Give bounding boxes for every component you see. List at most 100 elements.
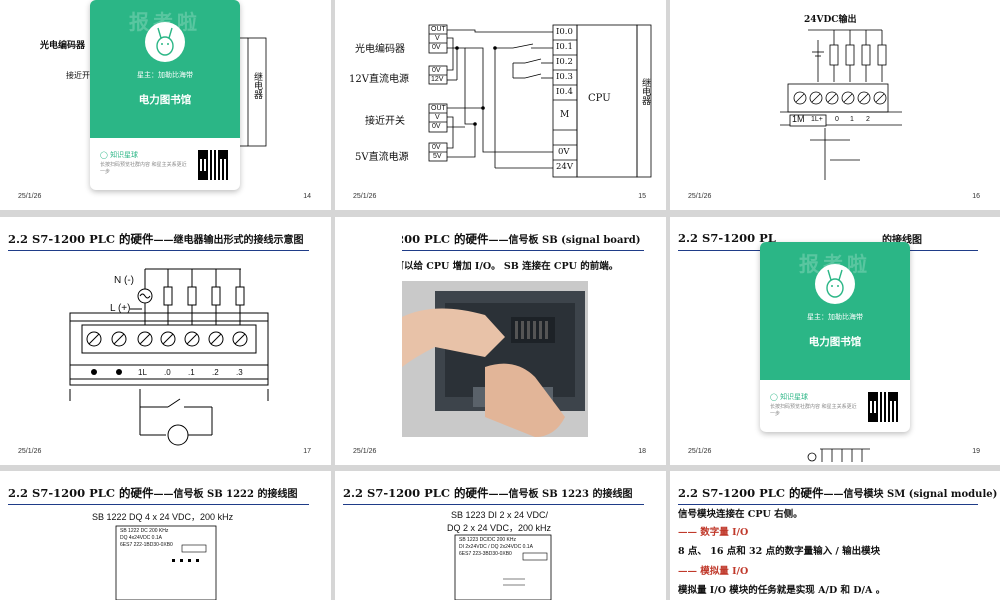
psu5-label: 5V直流电源 <box>355 152 409 163</box>
promo-card[interactable]: 报考啦 星主：加勒比海带 电力图书馆 ◯ 知识星球 长按扫码预览社群内容 和星主… <box>90 0 240 190</box>
title-rule <box>8 250 309 251</box>
slide-title: 2.2 S7-1200 PLC 的硬件——信号板 SB 1222 的接线图 <box>8 486 298 500</box>
card-owner: 星主：加勒比海带 <box>137 71 193 79</box>
slide-subtitle: 的接线图 <box>882 235 922 246</box>
card-planet: ◯ 知识星球 <box>770 393 809 401</box>
psu5-terminal: 0V <box>432 144 441 151</box>
terminal-label: .3 <box>236 368 243 377</box>
psu12-terminal: 12V <box>431 76 444 83</box>
slide-sb1222[interactable]: 2.2 S7-1200 PLC 的硬件——信号板 SB 1222 的接线图 SB… <box>0 471 331 600</box>
terminal-label: .0 <box>164 368 171 377</box>
line-label: L (+) <box>110 303 131 314</box>
module-line: DI 2x24VDC / DQ 2x24VDC 0.1A <box>459 544 533 550</box>
signal-board-photo <box>335 217 666 465</box>
module-line: SB 1223 DC/DC 200 KHz <box>459 537 516 543</box>
terminal-label: 0 <box>835 116 839 123</box>
module-caption: SB 1222 DQ 4 x 24 VDC，200 kHz <box>92 512 234 522</box>
terminal-label: 1L+ <box>811 116 823 123</box>
cpu-input: M <box>560 110 570 120</box>
slide-title: 2.2 S7-1200 PLC 的硬件——信号模块 SM (signal mod… <box>678 486 998 500</box>
relay-side-label: 继电器 <box>252 72 262 99</box>
terminal-label: 1M <box>792 114 805 124</box>
card-desc: 长按扫码预览社群内容 和星主关系更近一步 <box>770 404 857 417</box>
page-number: 15 <box>638 193 646 200</box>
relay-output-diagram <box>69 268 269 446</box>
slide-title: 2.2 S7-1200 PLC 的硬件——继电器输出形式的接线示意图 <box>8 232 304 246</box>
slide-title: 2.2 S7-1200 PLC 的硬件——信号板 SB 1223 的接线图 <box>343 486 633 500</box>
card-owner: 星主：加勒比海带 <box>807 313 863 321</box>
prox-terminal: 0V <box>432 123 441 130</box>
slide-date: 25/1/26 <box>353 448 377 455</box>
slide-date: 25/1/26 <box>688 193 712 200</box>
proximity-label: 接近开 <box>66 71 90 80</box>
slide-date: 25/1/26 <box>353 193 377 200</box>
promo-card[interactable]: 报考啦 星主：加勒比海带 电力图书馆 ◯ 知识星球 长按扫码预览社群内容 和星主… <box>760 242 910 432</box>
avatar-icon <box>815 264 855 304</box>
body-line: 模拟量 I/O 模块的任务就是实现 A/D 和 D/A 。 <box>678 585 886 596</box>
slide-17[interactable]: 2.2 S7-1200 PLC 的硬件——继电器输出形式的接线示意图 N (-)… <box>0 217 331 465</box>
module-caption: SB 1223 DI 2 x 24 VDC/ <box>451 510 549 520</box>
page-number: 14 <box>303 193 311 200</box>
qr-code-icon[interactable] <box>198 150 228 180</box>
body-line: 8 点、 16 点和 32 点的数字量输入 / 输出模块 <box>678 546 881 557</box>
card-header: 报考啦 星主：加勒比海带 电力图书馆 <box>760 242 910 380</box>
psu12-label: 12V直流电源 <box>349 74 409 85</box>
module-drawing <box>115 525 217 600</box>
module-line: SB 1222 DC 200 KHz <box>120 528 169 534</box>
cpu-input: I0.1 <box>556 42 573 52</box>
avatar-icon <box>145 22 185 62</box>
slide-sb1223[interactable]: 2.2 S7-1200 PLC 的硬件——信号板 SB 1223 的接线图 SB… <box>335 471 666 600</box>
card-desc: 长按扫码预览社群内容 和星主关系更近一步 <box>100 162 187 175</box>
card-planet: ◯ 知识星球 <box>100 151 139 159</box>
cpu-input: 24V <box>556 162 573 172</box>
page-number: 19 <box>972 448 980 455</box>
slide-title: 2.2 S7-1200 PL <box>678 231 776 245</box>
terminal-label: 1L <box>138 368 147 377</box>
cpu-input: I0.4 <box>556 87 573 97</box>
proximity-label: 接近开关 <box>365 116 405 127</box>
title-rule <box>343 504 644 505</box>
planet-icon: ◯ <box>770 393 781 401</box>
encoder-label: 光电编码器 <box>355 44 405 55</box>
page-number: 18 <box>638 448 646 455</box>
qr-code-icon[interactable] <box>868 392 898 422</box>
cpu-input: I0.2 <box>556 57 573 67</box>
cpu-input: 0V <box>558 147 570 157</box>
body-line: 信号模块连接在 CPU 右侧。 <box>678 509 803 520</box>
title-rule <box>678 504 978 505</box>
encoder-wiring-diagram <box>428 24 652 178</box>
terminal-label: .2 <box>212 368 219 377</box>
module-line: 6ES7 222-1BD30-0XB0 <box>120 542 173 548</box>
cpu-input: I0.3 <box>556 72 573 82</box>
body-heading-digital: —— 数字量 I/O <box>678 527 749 538</box>
prox-terminal: V <box>435 114 440 121</box>
enc-terminal: OUT <box>431 26 446 33</box>
card-library: 电力图书馆 <box>808 336 862 348</box>
slide-16[interactable]: 24VDC输出 1M 1L+ 0 <box>670 0 1000 210</box>
module-line: DQ 4x24VDC 0.1A <box>120 535 162 541</box>
card-header: 报考啦 星主：加勒比海带 电力图书馆 <box>90 0 240 138</box>
psu5-terminal: 5V <box>433 153 442 160</box>
wiring-fragment <box>807 448 870 462</box>
module-caption-2: DQ 2 x 24 VDC，200 kHz <box>447 523 552 533</box>
relay-side-label: 继电器 <box>640 78 650 105</box>
title-rule <box>8 504 309 505</box>
cpu-input: I0.0 <box>556 27 573 37</box>
cpu-label: CPU <box>588 93 611 104</box>
encoder-label: 光电编码器 <box>40 41 86 51</box>
slide-title: 24VDC输出 <box>804 15 857 25</box>
slide-18[interactable]: 2.2 S7-1200 PLC 的硬件——信号板 SB (signal boar… <box>335 217 666 465</box>
page-number: 17 <box>303 448 311 455</box>
neutral-label: N (-) <box>114 275 134 286</box>
slide-signal-module[interactable]: 2.2 S7-1200 PLC 的硬件——信号模块 SM (signal mod… <box>670 471 1000 600</box>
slide-15[interactable]: 光电编码器 12V直流电源 接近开关 5V直流电源 OUT V 0V 0V 12… <box>335 0 666 210</box>
terminal-label: 2 <box>866 116 870 123</box>
slide-body: 通过信号板可以给 CPU 增加 I/O。 SB 连接在 CPU 的前端。 <box>347 261 619 272</box>
card-library: 电力图书馆 <box>138 94 192 106</box>
slide-date: 25/1/26 <box>688 448 712 455</box>
page-number: 16 <box>972 193 980 200</box>
module-drawing <box>454 534 552 600</box>
dc-output-diagram <box>780 29 902 180</box>
slide-date: 25/1/26 <box>18 193 42 200</box>
slide-date: 25/1/26 <box>18 448 42 455</box>
